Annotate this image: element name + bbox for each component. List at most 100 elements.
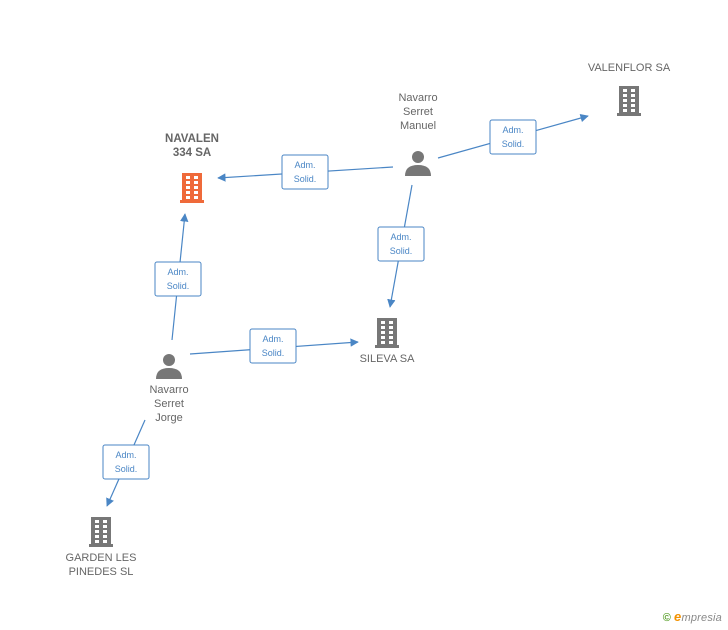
edge-label-line: Solid. <box>502 139 525 149</box>
node-label: NAVALEN <box>165 133 219 145</box>
node-sileva[interactable]: SILEVA SA <box>360 318 415 365</box>
building-window <box>186 196 190 199</box>
building-window <box>389 326 393 329</box>
building-window <box>194 186 198 189</box>
edge-jorge-navalen: Adm. Solid. <box>154 213 202 341</box>
building-window <box>186 191 190 194</box>
edge-label-line: Adm. <box>502 125 523 135</box>
person-head <box>163 354 175 366</box>
building-body <box>182 173 202 201</box>
edge-manuel-valenflor: Adm. Solid. <box>437 113 589 159</box>
building-body <box>619 86 639 114</box>
building-icon <box>375 318 399 348</box>
building-window <box>623 94 627 97</box>
building-window <box>389 331 393 334</box>
building-window <box>95 540 99 543</box>
edge-label-line: Adm. <box>390 232 411 242</box>
building-window <box>623 89 627 92</box>
building-window <box>631 109 635 112</box>
building-window <box>623 109 627 112</box>
node-label: Navarro <box>398 92 437 104</box>
edge-label-line: Adm. <box>262 334 283 344</box>
copyright-symbol: © <box>662 612 672 624</box>
person-head <box>412 151 424 163</box>
building-window <box>381 336 385 339</box>
edge-label-line: Solid. <box>390 246 413 256</box>
building-window <box>381 341 385 344</box>
node-label: Navarro <box>149 384 188 396</box>
building-window <box>631 89 635 92</box>
building-body <box>377 318 397 346</box>
edge-jorge-sileva: Adm. Solid. <box>189 328 359 364</box>
edge-label-box <box>154 261 202 297</box>
building-window <box>186 176 190 179</box>
building-window <box>103 530 107 533</box>
building-window <box>623 104 627 107</box>
building-window <box>95 535 99 538</box>
building-window <box>103 520 107 523</box>
node-valenflor[interactable]: VALENFLOR SA <box>588 62 671 116</box>
building-window <box>389 336 393 339</box>
edges-layer: Adm. Solid. Adm. Solid. Adm. Solid. Adm. Solid.… <box>102 113 589 507</box>
edge-label-line: Adm. <box>115 450 136 460</box>
node-navalen[interactable]: NAVALEN 334 SA <box>165 133 219 203</box>
building-window <box>95 525 99 528</box>
edge-label-box <box>377 226 425 262</box>
building-window <box>95 530 99 533</box>
building-window <box>103 535 107 538</box>
building-window <box>194 191 198 194</box>
node-label: 334 SA <box>173 147 211 159</box>
edge-label-box <box>102 444 150 480</box>
edge-label-line: Solid. <box>115 464 138 474</box>
edge-label-box <box>249 328 297 364</box>
building-window <box>194 176 198 179</box>
edge-label-line: Adm. <box>294 160 315 170</box>
person-icon <box>405 151 431 176</box>
node-label: Serret <box>403 106 433 118</box>
building-window <box>381 331 385 334</box>
building-window <box>103 525 107 528</box>
building-window <box>631 94 635 97</box>
edge-jorge-garden: Adm. Solid. <box>102 419 150 507</box>
person-icon <box>156 354 182 379</box>
node-label: PINEDES SL <box>69 566 134 578</box>
building-icon <box>617 86 641 116</box>
building-window <box>103 540 107 543</box>
node-label: SILEVA SA <box>360 353 415 365</box>
brand-name: mpresia <box>681 612 722 624</box>
brand-footer: ©empresia <box>663 609 722 624</box>
edge-label-line: Adm. <box>167 267 188 277</box>
node-label: Manuel <box>400 120 436 132</box>
building-window <box>389 341 393 344</box>
building-window <box>631 104 635 107</box>
edge-label-line: Solid. <box>262 348 285 358</box>
node-label: VALENFLOR SA <box>588 62 671 74</box>
building-window <box>381 321 385 324</box>
edge-label-box <box>281 154 329 190</box>
building-window <box>186 186 190 189</box>
building-base <box>89 544 113 547</box>
edge-label-line: Solid. <box>294 174 317 184</box>
edge-label-box <box>489 119 537 155</box>
building-base <box>375 345 399 348</box>
person-body <box>156 368 182 379</box>
building-window <box>381 326 385 329</box>
building-window <box>186 181 190 184</box>
building-base <box>617 113 641 116</box>
edge-label-line: Solid. <box>167 281 190 291</box>
edge-manuel-navalen: Adm. Solid. <box>217 154 394 190</box>
person-body <box>405 165 431 176</box>
building-window <box>194 196 198 199</box>
building-window <box>389 321 393 324</box>
node-label: Jorge <box>155 412 183 424</box>
brand-initial: e <box>674 609 682 624</box>
building-window <box>623 99 627 102</box>
building-icon <box>180 173 204 203</box>
building-icon <box>89 517 113 547</box>
edge-manuel-sileva: Adm. Solid. <box>377 184 425 308</box>
